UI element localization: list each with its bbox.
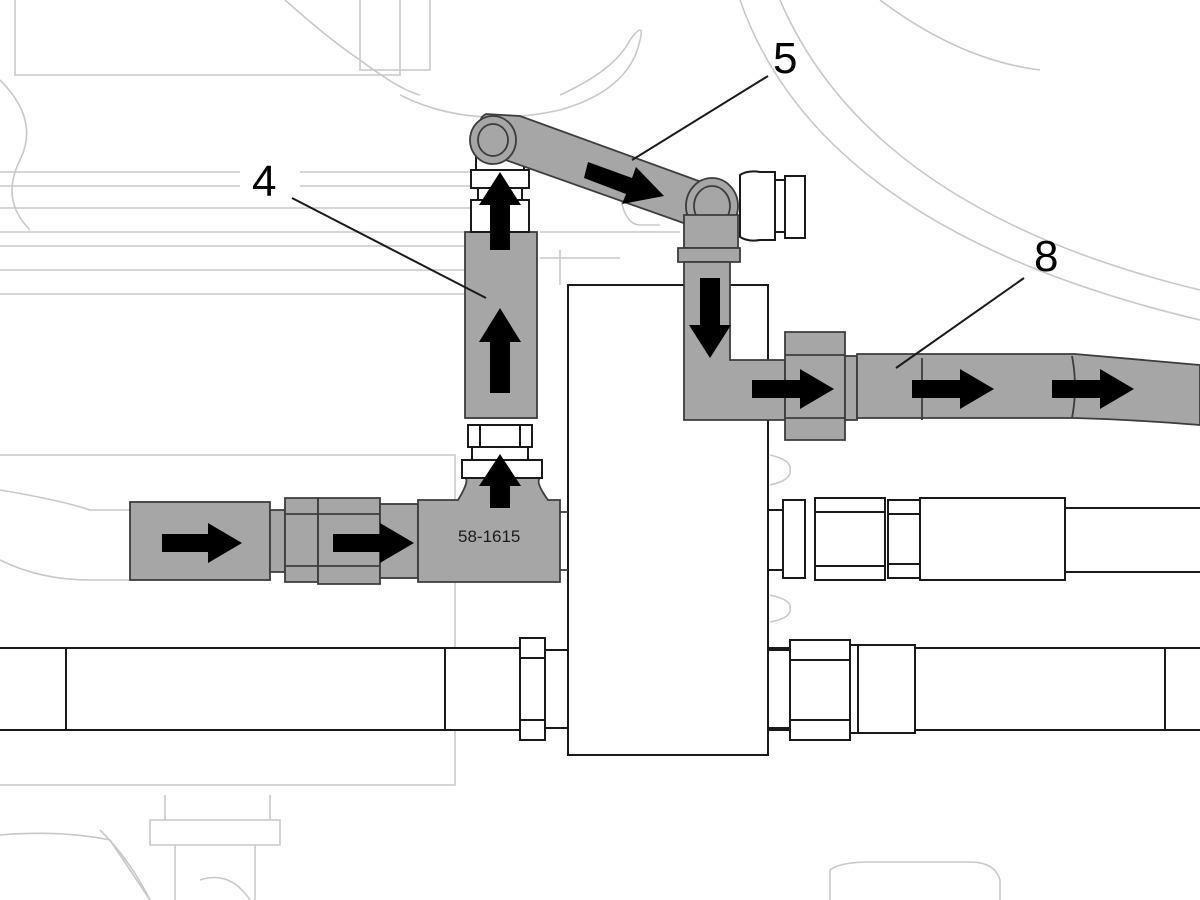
hose-8	[856, 353, 1200, 426]
arrow-down-icon	[689, 278, 731, 358]
arrow-up-icon	[479, 172, 521, 250]
leader-4	[291, 197, 487, 299]
fitting-stamp: 58-1615	[458, 527, 520, 546]
arrow-right-icon	[1052, 369, 1134, 409]
callout-5: 5	[773, 34, 797, 83]
leader-5	[631, 75, 769, 161]
right-middle-hose	[767, 497, 1200, 581]
arrow-right-icon	[584, 162, 664, 204]
arrow-right-icon	[162, 523, 242, 563]
callout-8: 8	[1034, 232, 1058, 281]
main-hardware	[0, 170, 1200, 756]
manifold-block	[567, 284, 769, 756]
arrow-right-icon	[333, 523, 414, 563]
arrow-up-icon	[479, 308, 521, 393]
leader-8	[895, 277, 1025, 369]
lower-hose	[0, 637, 1200, 741]
arrow-up-icon	[479, 454, 521, 508]
arrow-right-icon	[912, 369, 994, 409]
callout-4: 4	[252, 157, 276, 206]
arrow-right-icon	[752, 369, 834, 409]
callouts: 4 5 8	[252, 34, 1058, 369]
flow-arrows	[162, 162, 1134, 563]
elbow-end-nut	[739, 170, 806, 242]
